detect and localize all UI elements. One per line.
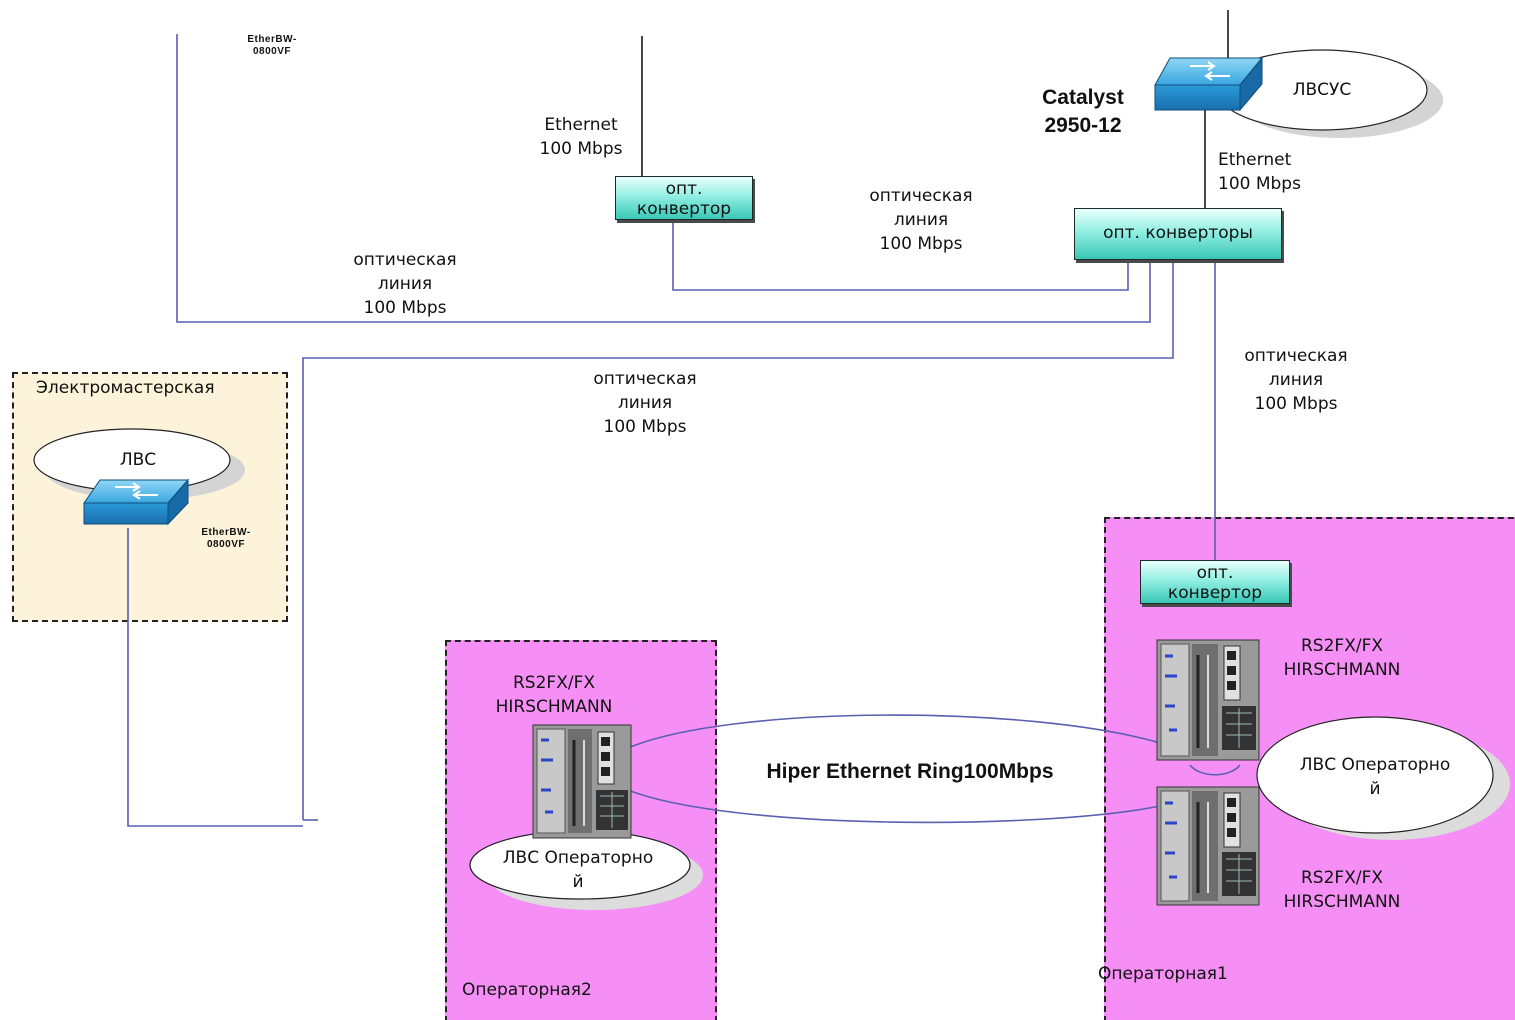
optic-label-center: оптическая линия 100 Mbps <box>869 186 973 254</box>
catalyst-label: Catalyst 2950-12 <box>1042 86 1124 137</box>
lvs-op1-label: ЛВС Операторно й <box>1299 755 1451 799</box>
hirschmann-op1-top-icon <box>1156 639 1260 761</box>
hirschmann-op2-label: RS2FX/FX HIRSCHMANN <box>495 673 613 717</box>
hirschmann-op2-icon <box>532 724 632 839</box>
lvs-op2-label: ЛВС Операторно й <box>502 848 654 892</box>
ring-bottom-arc <box>627 789 1161 824</box>
optic-line-etherbw-top <box>176 34 1151 323</box>
optic-label-middle: оптическая линия 100 Mbps <box>593 369 697 437</box>
ring-link-op1 <box>1189 764 1241 776</box>
room-label-operatornaya-1: Операторная1 <box>1098 964 1228 984</box>
hirschmann-op1-top-label: RS2FX/FX HIRSCHMANN <box>1283 636 1401 680</box>
ring-top-arc <box>627 714 1161 749</box>
catalyst-switch-icon <box>1154 56 1264 112</box>
optical-converter-op1: опт. конвертор <box>1140 560 1290 604</box>
ethernet-label-catalyst: Ethernet 100 Mbps <box>1218 150 1301 194</box>
optic-line-elektro <box>302 262 1174 820</box>
hirschmann-op1-bottom-label: RS2FX/FX HIRSCHMANN <box>1283 868 1401 912</box>
lvs-op1-ellipse <box>1256 716 1494 834</box>
ring-label: Hiper Ethernet Ring100Mbps <box>766 760 1054 783</box>
room-label-elektromasterskaya: Электромастерская <box>36 378 215 398</box>
optical-converters-main: опт. конверторы <box>1074 208 1282 260</box>
lan-line-elektro <box>127 528 303 827</box>
optic-label-right: оптическая линия 100 Mbps <box>1244 346 1348 414</box>
lvs-elektro-label: ЛВС <box>119 450 157 470</box>
hirschmann-op1-bottom-icon <box>1156 786 1260 906</box>
etherbw-switch-icon <box>83 478 190 526</box>
optic-label-left: оптическая линия 100 Mbps <box>353 250 457 318</box>
lvsus-label: ЛВСУС <box>1292 80 1352 100</box>
etherbw-top-label: EtherBW- 0800VF <box>247 34 297 57</box>
optic-line-top-converter <box>672 220 1129 291</box>
room-label-operatornaya-2: Операторная2 <box>462 980 592 1000</box>
etherbw-elektro-label: EtherBW- 0800VF <box>201 527 251 550</box>
optical-converter-top: опт. конвертор <box>615 176 753 220</box>
ethernet-label-top: Ethernet 100 Mbps <box>539 115 623 159</box>
